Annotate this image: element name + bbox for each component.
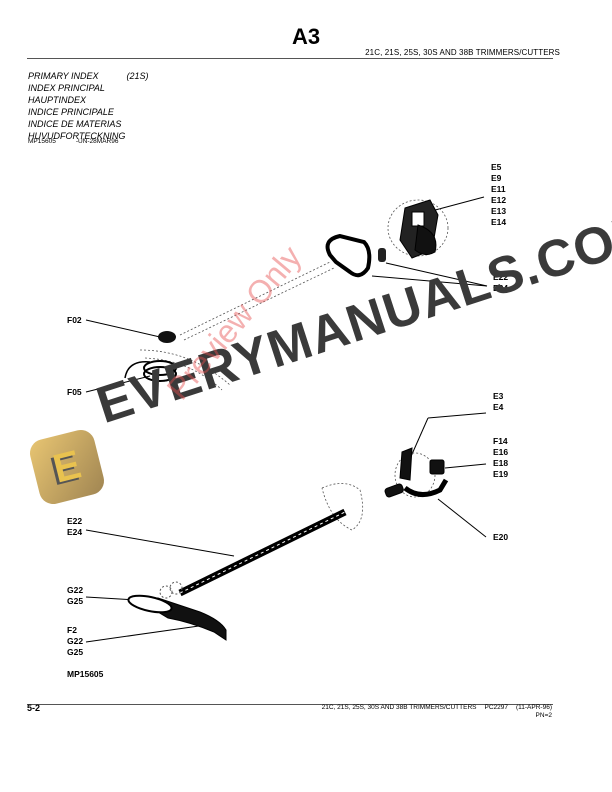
footer-title: 21C, 21S, 25S, 30S AND 38B TRIMMERS/CUTT… xyxy=(321,704,477,711)
figure-id: MP15605 xyxy=(67,669,104,679)
callout-clamp: E20 xyxy=(493,532,509,542)
doc-date: (11-APR-96) xyxy=(515,704,552,711)
footer: 21C, 21S, 25S, 30S AND 38B TRIMMERS/CUTT… xyxy=(314,704,552,720)
callout-engine-cover: E3 E4 xyxy=(493,391,504,412)
doc-code: PC2297 xyxy=(484,704,508,711)
header-rule xyxy=(27,58,553,59)
index-item: PRIMARY INDEX(21S) xyxy=(28,71,149,81)
callout-throttle: F14 E16 E18 E19 xyxy=(493,436,509,479)
callout-guard-head: G22 G25 xyxy=(67,585,84,606)
callout-engine-top: E5 E9 E11 E12 E13 E14 xyxy=(491,162,507,227)
model-code: (21S) xyxy=(126,71,149,81)
index-item: HUVUDFORTECKNING xyxy=(28,131,126,141)
callout-handle: E22 E24 xyxy=(493,272,509,293)
page-sub: PN=2 xyxy=(535,712,552,719)
index-item: HAUPTINDEX xyxy=(28,95,87,105)
figure-reference: MP15605-UN-28MAR96 xyxy=(28,138,119,145)
callout-shaft: E22 E24 xyxy=(67,516,83,537)
page-number: 5-2 xyxy=(27,703,41,713)
index-item: INDICE PRINCIPALE xyxy=(28,107,114,117)
callout-guard: F2 G22 G25 xyxy=(67,625,84,657)
callout-head-top: F02 xyxy=(67,315,82,325)
callout-spool: F05 xyxy=(67,387,82,397)
section-code: A3 xyxy=(291,24,321,49)
footer-rule xyxy=(27,704,553,705)
document-subtitle: 21C, 21S, 25S, 30S AND 38B TRIMMERS/CUTT… xyxy=(365,48,560,57)
index-list: PRIMARY INDEX(21S) INDEX PRINCIPAL HAUPT… xyxy=(28,70,149,142)
index-item: INDICE DE MATERIAS xyxy=(28,119,122,129)
index-item: INDEX PRINCIPAL xyxy=(28,83,105,93)
